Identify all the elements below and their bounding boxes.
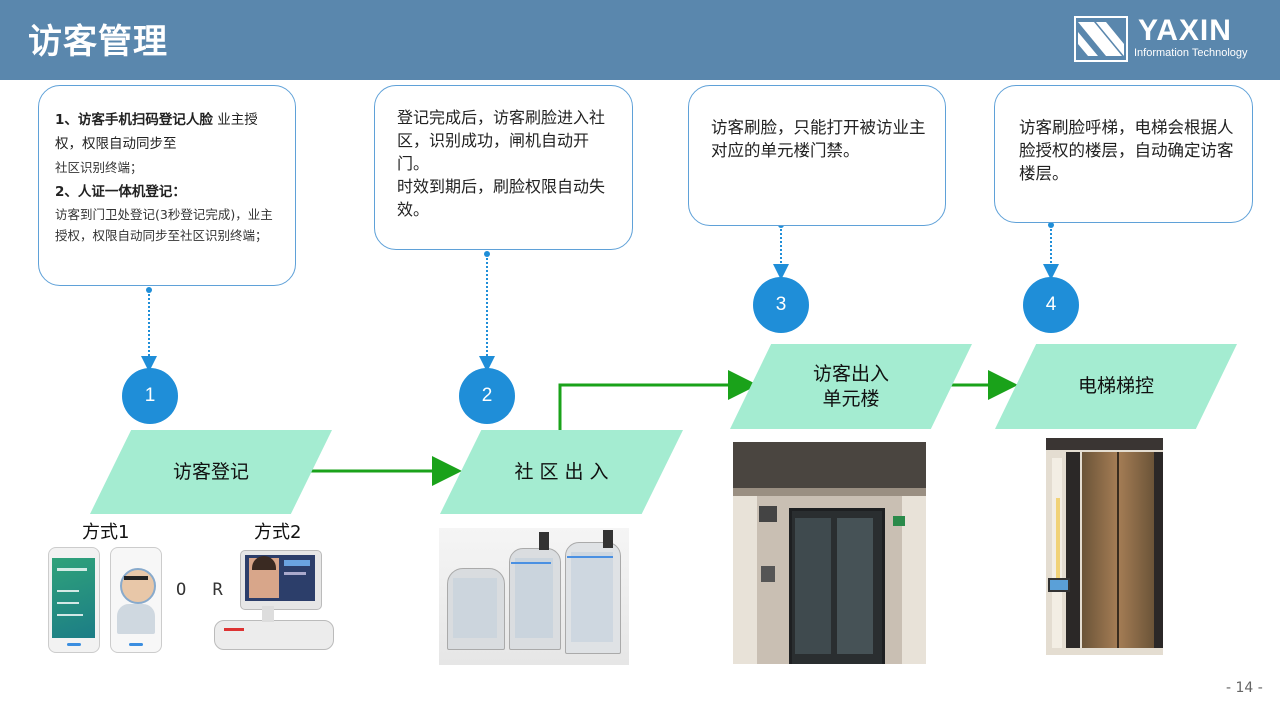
building-door-image bbox=[733, 442, 926, 664]
step-community-access: 社 区 出 入 bbox=[440, 430, 683, 514]
step-3-badge: 3 bbox=[753, 277, 809, 333]
note4-text: 访客刷脸呼梯，电梯会根据人脸授权的楼层，自动确定访客楼层。 bbox=[1019, 118, 1234, 183]
note1-line1-bold: 1、访客手机扫码登记人脸 bbox=[55, 112, 213, 128]
note1-line4: 访客到门卫处登记(3秒登记完成)，业主授权，权限自动同步至社区识别终端； bbox=[55, 207, 273, 243]
header-bar: 访客管理 YAXIN Information Technology bbox=[0, 0, 1280, 80]
step-2-label: 社 区 出 入 bbox=[514, 461, 609, 483]
green-flow-arrows bbox=[310, 370, 1018, 486]
step-3-label-line2: 单元楼 bbox=[822, 388, 880, 410]
step-2-badge: 2 bbox=[459, 368, 515, 424]
note2-text2: 时效到期后，刷脸权限自动失效。 bbox=[397, 177, 606, 219]
step-visitor-registration: 访客登记 bbox=[90, 430, 332, 514]
dotted-connectors bbox=[141, 225, 1059, 372]
step-3-label-line1: 访客出入 bbox=[812, 363, 889, 385]
page-title: 访客管理 bbox=[28, 22, 168, 62]
note1-line1-rest: 业主授权，权限自动同步至 bbox=[55, 112, 258, 152]
note3-text: 访客刷脸，只能打开被访业主对应的单元楼门禁。 bbox=[711, 118, 926, 160]
step-unit-access: 访客出入 单元楼 bbox=[730, 344, 972, 429]
or-label: O R bbox=[176, 580, 231, 600]
step-1-label: 访客登记 bbox=[172, 461, 249, 483]
elevator-image bbox=[1046, 438, 1163, 655]
note1-line2: 社区识别终端； bbox=[55, 160, 143, 175]
note-visitor-registration: 1、访客手机扫码登记人脸 业主授权，权限自动同步至 社区识别终端； 2、人证一体… bbox=[38, 85, 296, 286]
turnstile-gate-image bbox=[439, 528, 629, 665]
brand-subtitle: Information Technology bbox=[1134, 47, 1248, 59]
step-4-label: 电梯梯控 bbox=[1077, 375, 1154, 397]
note-unit-access: 访客刷脸，只能打开被访业主对应的单元楼门禁。 bbox=[688, 85, 946, 226]
phone-face-image bbox=[110, 547, 162, 653]
step-elevator-control: 电梯梯控 bbox=[995, 344, 1237, 429]
step-4-badge: 4 bbox=[1023, 277, 1079, 333]
phone-app-image bbox=[48, 547, 100, 653]
id-kiosk-image bbox=[214, 548, 334, 652]
logo-mark-icon bbox=[1074, 16, 1128, 62]
step-1-badge: 1 bbox=[122, 368, 178, 424]
note-community-access: 登记完成后，访客刷脸进入社区，识别成功，闸机自动开门。 时效到期后，刷脸权限自动… bbox=[374, 85, 633, 250]
way-2-label: 方式2 bbox=[254, 522, 302, 543]
way-1-label: 方式1 bbox=[82, 522, 130, 543]
note1-line3-bold: 2、人证一体机登记： bbox=[55, 184, 186, 200]
yaxin-logo: YAXIN Information Technology bbox=[1074, 14, 1264, 66]
note-elevator-control: 访客刷脸呼梯，电梯会根据人脸授权的楼层，自动确定访客楼层。 bbox=[994, 85, 1253, 223]
note2-text1: 登记完成后，访客刷脸进入社区，识别成功，闸机自动开门。 bbox=[397, 108, 606, 173]
page-number: - 14 - bbox=[1226, 680, 1263, 696]
brand-name: YAXIN bbox=[1138, 14, 1232, 47]
